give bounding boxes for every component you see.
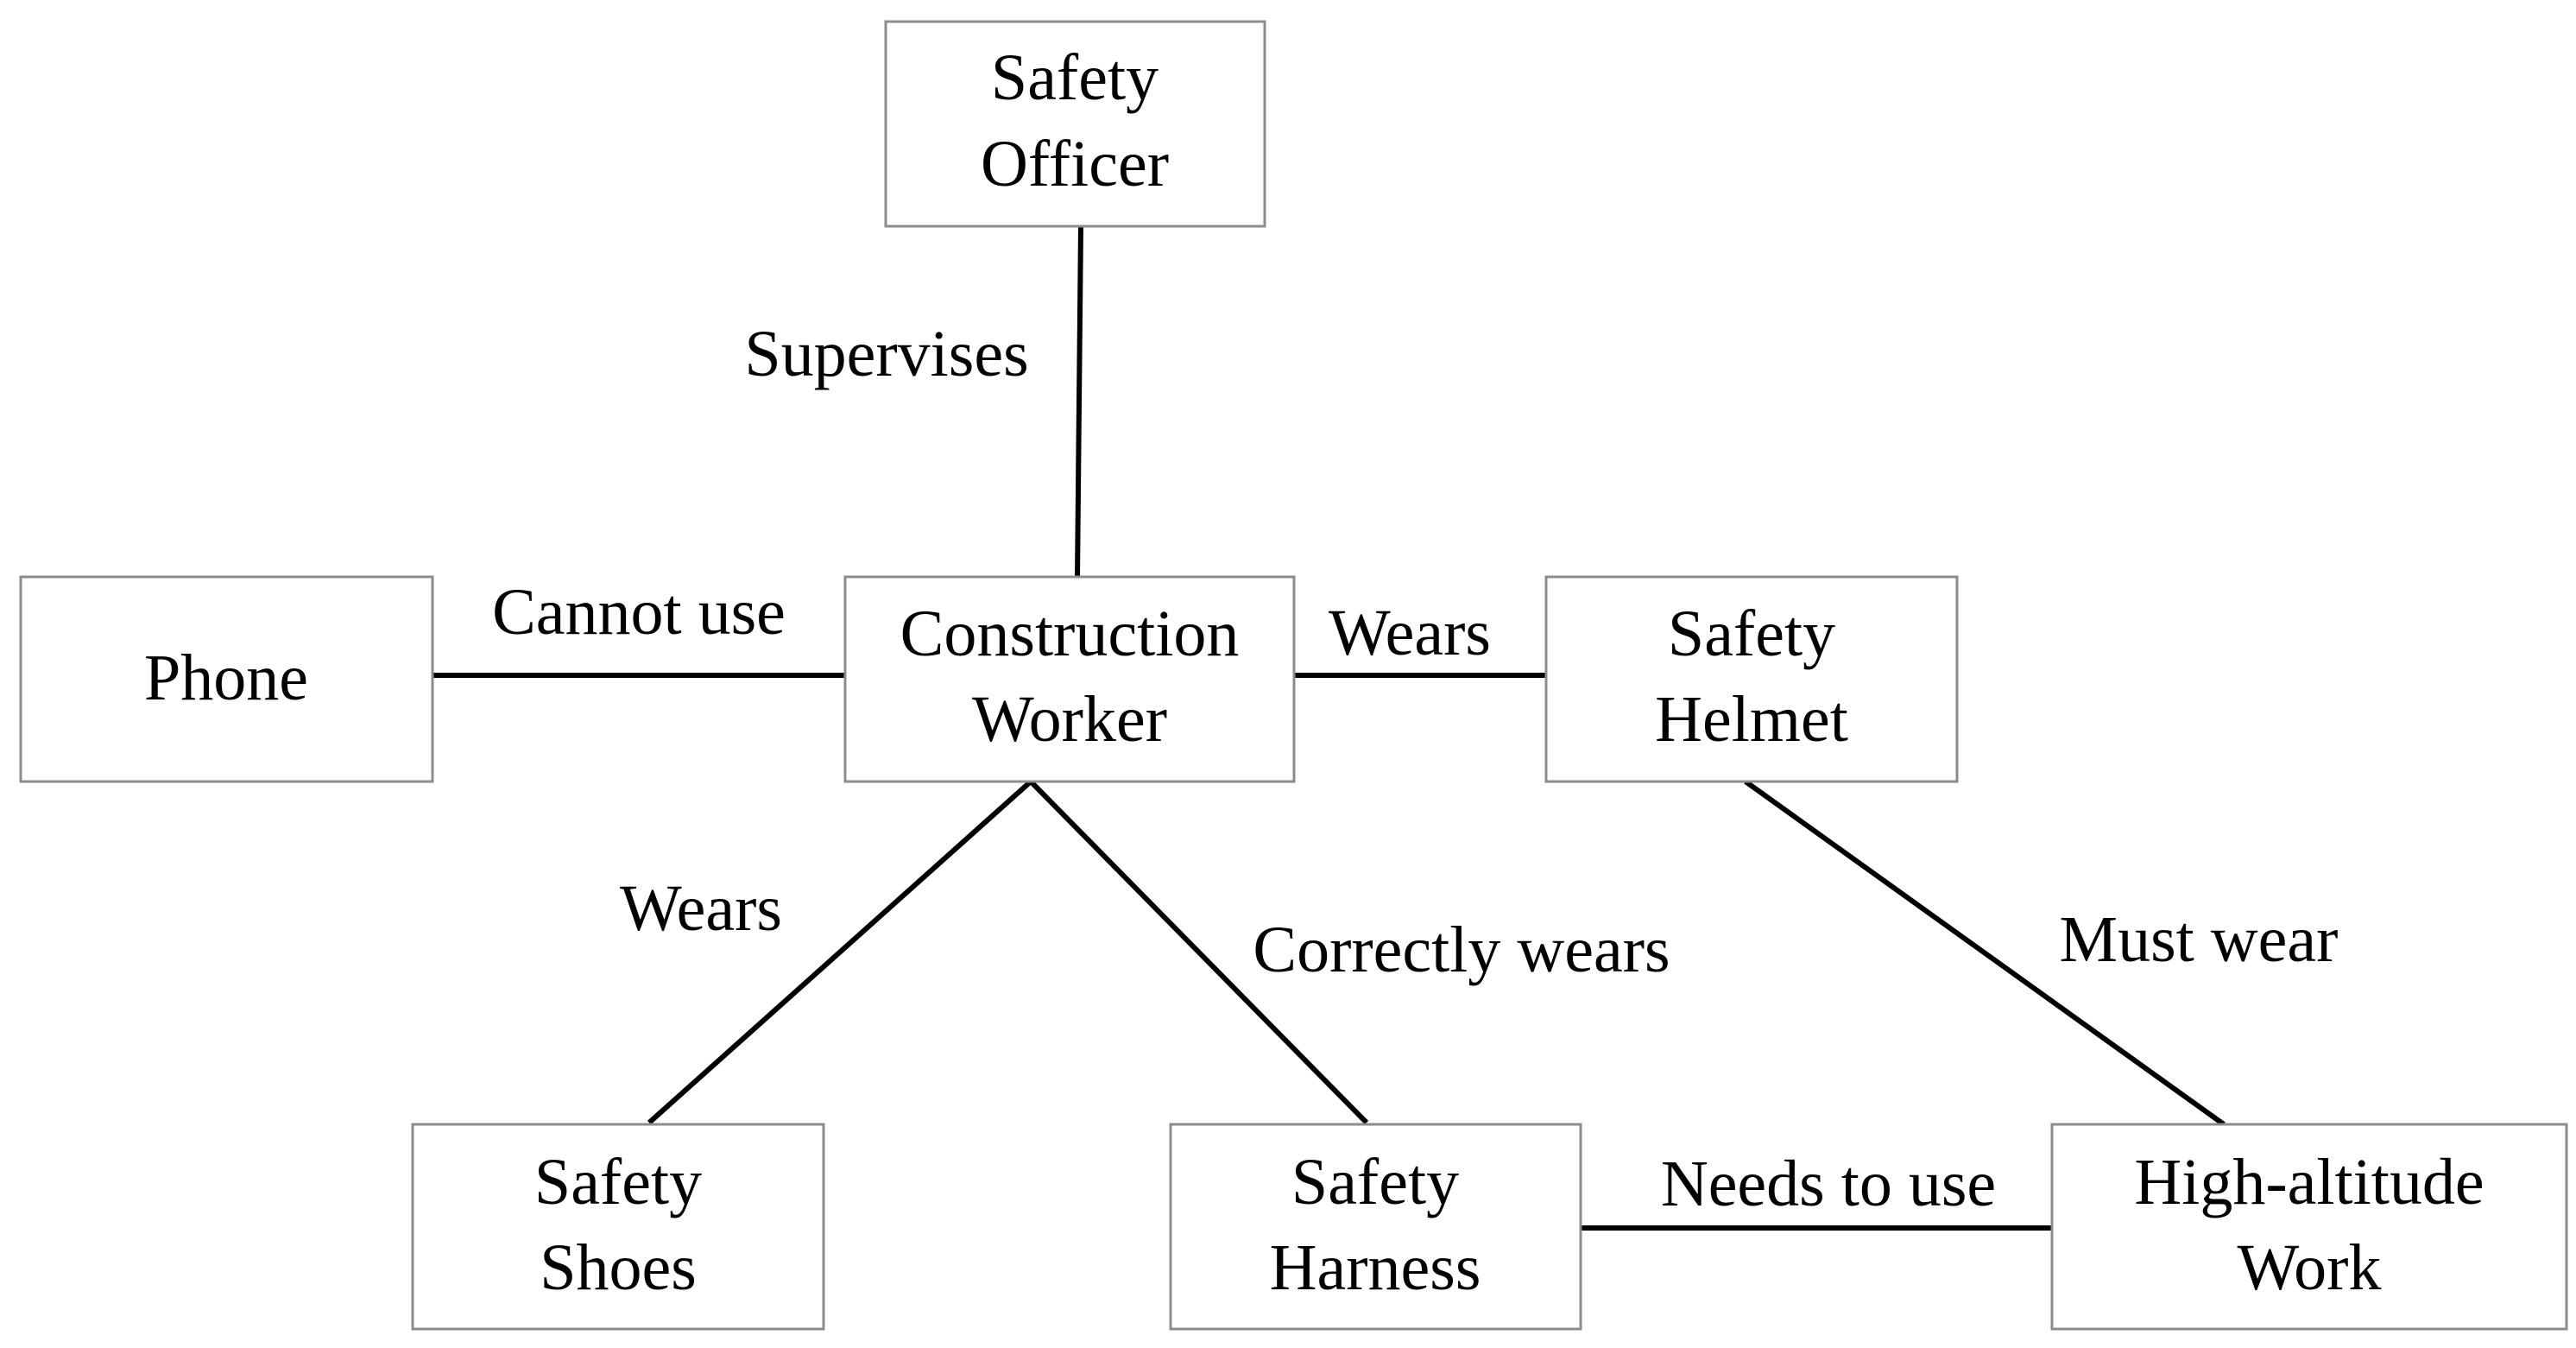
edge-supervises	[1075, 225, 1083, 579]
node-construction-worker: Construction Worker	[843, 575, 1296, 783]
node-construction-worker-line1: Construction	[900, 598, 1240, 670]
node-high-altitude-work-line1: High-altitude	[2134, 1146, 2484, 1218]
node-safety-harness-line1: Safety	[1291, 1146, 1459, 1218]
node-safety-harness-line2: Harness	[1270, 1231, 1481, 1304]
node-high-altitude-work-line2: Work	[2238, 1231, 2382, 1304]
edge-must-wear	[1744, 779, 2226, 1127]
edge-wears-shoes	[647, 779, 1032, 1125]
node-safety-officer: Safety Officer	[884, 20, 1266, 228]
edge-label-wears-shoes: Wears	[620, 872, 782, 945]
node-safety-shoes-line2: Shoes	[540, 1231, 697, 1304]
edge-correctly-wears	[1028, 779, 1369, 1125]
node-safety-harness: Safety Harness	[1169, 1123, 1582, 1331]
node-high-altitude-work: High-altitude Work	[2050, 1123, 2568, 1331]
node-phone-line1: Phone	[144, 642, 308, 714]
edge-label-supervises: Supervises	[744, 318, 1028, 390]
edge-label-must-wear: Must wear	[2060, 903, 2339, 976]
node-safety-helmet-line1: Safety	[1668, 598, 1835, 670]
node-safety-shoes-line1: Safety	[534, 1146, 702, 1218]
node-safety-helmet: Safety Helmet	[1544, 575, 1959, 783]
node-phone: Phone	[19, 575, 434, 783]
node-safety-helmet-line2: Helmet	[1655, 683, 1848, 756]
node-safety-officer-line1: Safety	[991, 41, 1159, 114]
edge-label-needs-to-use: Needs to use	[1661, 1148, 1996, 1220]
edge-label-cannot-use: Cannot use	[492, 576, 786, 649]
node-safety-shoes: Safety Shoes	[411, 1123, 825, 1331]
edge-label-correctly-wears: Correctly wears	[1253, 914, 1670, 986]
node-safety-officer-line2: Officer	[981, 128, 1169, 200]
edge-label-wears-helmet: Wears	[1329, 597, 1491, 669]
node-construction-worker-line2: Worker	[972, 683, 1167, 756]
